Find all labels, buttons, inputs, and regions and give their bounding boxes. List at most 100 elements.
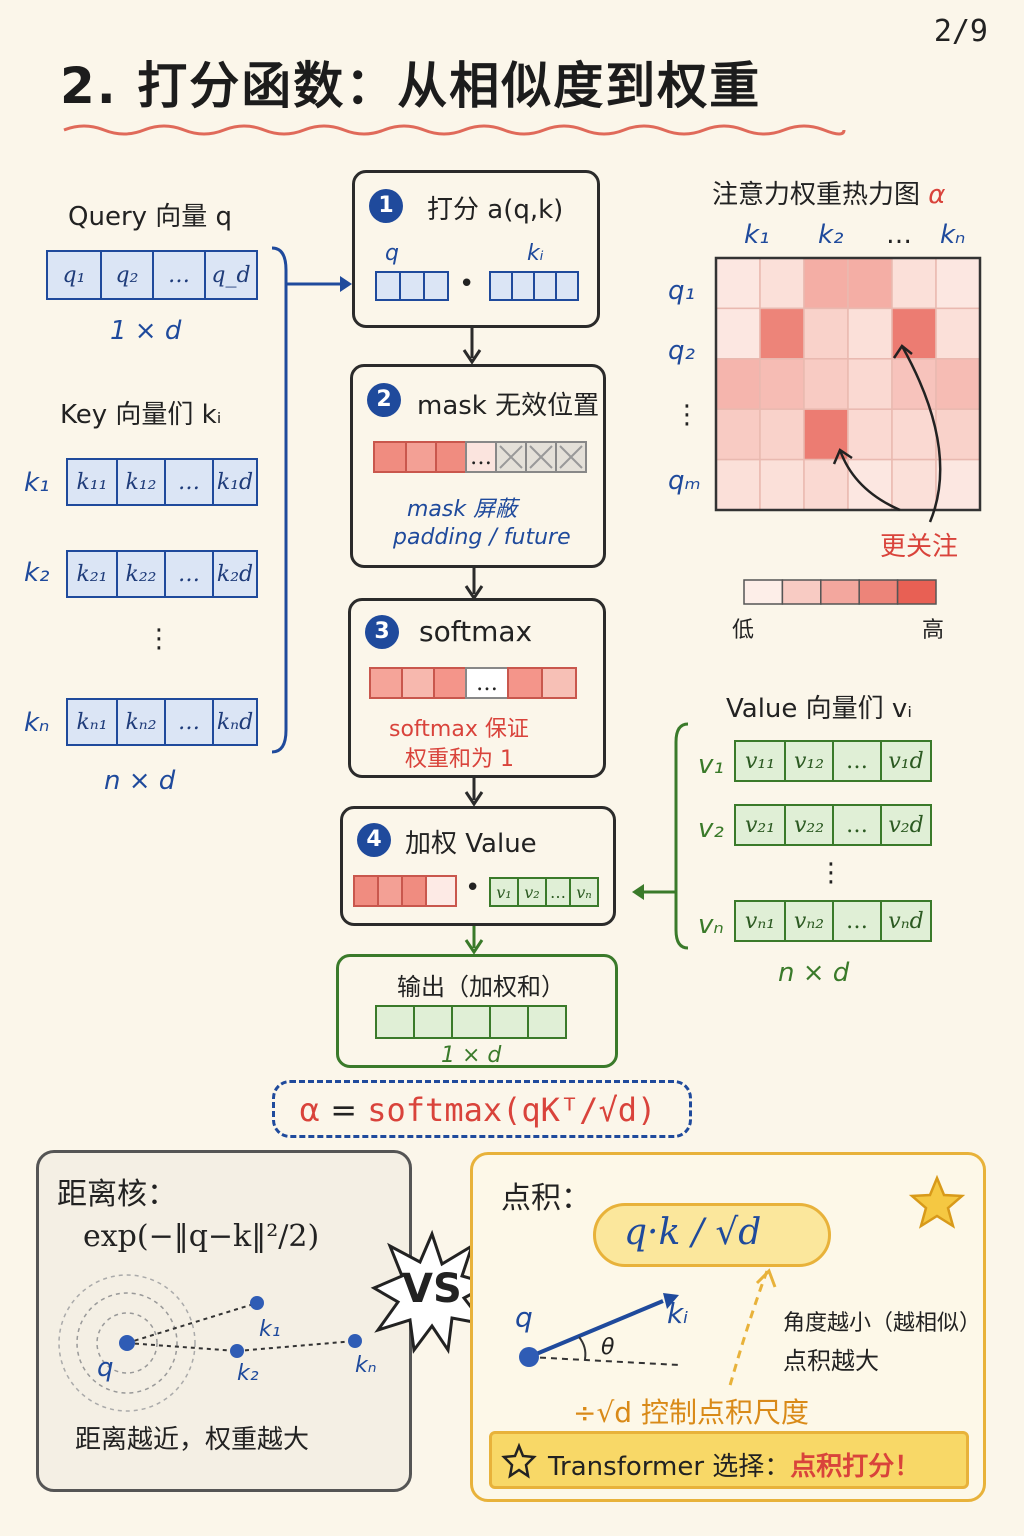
- dp-note-1: 角度越小（越相似）: [783, 1311, 982, 1336]
- heatmap-row-label: q₁: [668, 276, 695, 306]
- dot-product-title: 点积：: [501, 1181, 591, 1216]
- keys-ellipsis: ⋮: [146, 624, 172, 654]
- arrow-4-out: [464, 926, 484, 955]
- heatmap-cell: [935, 458, 981, 511]
- dp-q-label: q: [515, 1301, 533, 1334]
- value-vector-n: vₙ₁ vₙ₂ … vₙd: [734, 900, 932, 942]
- legend-swatch: [820, 579, 860, 605]
- legend-low: 低: [732, 618, 755, 643]
- key-vector-2: k₂₁ k₂₂ … k₂d: [66, 550, 258, 598]
- heatmap-cell: [759, 358, 805, 410]
- masked-cell: [525, 441, 557, 473]
- mask-ellipsis-cell: …: [465, 441, 497, 473]
- step-title: 加权 Value: [405, 829, 537, 859]
- value-cell: v₁₂: [784, 740, 834, 782]
- heatmap-col-label: k₁: [744, 220, 770, 250]
- heatmap-cell: [759, 458, 805, 511]
- key-row-label: k₁: [24, 468, 50, 498]
- value-cell: v₂₂: [784, 804, 834, 846]
- weights-vector: [353, 875, 457, 907]
- heatmap-cell: [715, 307, 761, 360]
- mask-note-2: padding / future: [393, 525, 571, 550]
- heatmap-cell: [715, 257, 761, 310]
- heatmap-alpha: α: [928, 180, 946, 210]
- query-cell: q_d: [204, 250, 258, 300]
- step4-value-vector: v₁ v₂ … vₙ: [489, 877, 599, 907]
- dk-kn-label: kₙ: [355, 1353, 377, 1378]
- distance-kernel-formula: exp(−‖q−k‖²/2): [83, 1219, 320, 1254]
- query-heading: Query 向量 q: [68, 202, 233, 232]
- values-bracket: [632, 722, 689, 950]
- key-cell: …: [164, 550, 214, 598]
- mask-vector: …: [373, 441, 587, 473]
- vs-label: VS: [402, 1266, 462, 1312]
- query-cell: q₂: [100, 250, 154, 300]
- key-cell: …: [164, 458, 214, 506]
- star-icon: [908, 1174, 966, 1229]
- key-cell: k₂₂: [116, 550, 166, 598]
- key-row-label: kₙ: [24, 708, 50, 738]
- heatmap-row-label: qₘ: [668, 466, 701, 496]
- heatmap-cell: [803, 458, 849, 511]
- heatmap-col-label: k₂: [818, 220, 844, 250]
- value-cell: …: [832, 740, 882, 782]
- heatmap-annotation-arrows: [832, 344, 942, 523]
- dot-product-formula-pill: q·k / √d: [593, 1203, 831, 1267]
- value-cell: vₙ₁: [734, 900, 786, 942]
- banner-highlight: 点积打分！: [790, 1452, 921, 1482]
- transformer-choice-banner: Transformer 选择：点积打分！: [489, 1431, 969, 1489]
- distance-kernel-sketch: [58, 1274, 362, 1412]
- softmax-note-1: softmax 保证: [389, 717, 529, 742]
- arrow-1-2: [462, 328, 482, 365]
- dp-scale-note: ÷√d 控制点积尺度: [573, 1396, 809, 1429]
- heatmap-cell: [759, 257, 805, 310]
- legend-swatch: [896, 579, 937, 605]
- masked-cell: [495, 441, 527, 473]
- step-title: softmax: [419, 615, 533, 648]
- dot-product-panel: 点积： q·k / √d q kᵢ θ 角度越小（越相似） 点积越大 ÷√d 控…: [470, 1152, 986, 1502]
- vs-burst-icon: [370, 1229, 494, 1355]
- distance-kernel-panel: 距离核： exp(−‖q−k‖²/2) q k₁ k₂ kₙ 距离越近，权重越大: [36, 1150, 412, 1492]
- dk-k1-label: k₁: [259, 1317, 281, 1342]
- heatmap-cell: [891, 257, 937, 310]
- heatmap-cell: [847, 307, 893, 360]
- heatmap-cell: [759, 408, 805, 461]
- heatmap-cell: [715, 408, 761, 461]
- arrow-3-4: [464, 776, 484, 807]
- dk-k2-label: k₂: [237, 1361, 259, 1386]
- output-shape: 1 × d: [441, 1043, 502, 1068]
- legend-swatch: [781, 579, 822, 605]
- key-row-label: k₂: [24, 558, 50, 588]
- heatmap-row-label: ⋮: [674, 400, 700, 430]
- step-badge: 2: [367, 383, 401, 417]
- value-vector-1: v₁₁ v₁₂ … v₁d: [734, 740, 932, 782]
- values-shape: n × d: [778, 958, 850, 988]
- value-row-label: vₙ: [698, 910, 724, 940]
- masked-cell: [555, 441, 587, 473]
- key-cell: k₂d: [212, 550, 258, 598]
- value-row-label: v₁: [698, 750, 724, 780]
- key-cell: kₙ₂: [116, 698, 166, 746]
- dp-theta-label: θ: [601, 1335, 615, 1360]
- formula-alpha: α: [299, 1091, 321, 1129]
- heatmap-cell: [847, 257, 893, 310]
- heatmap-annotation: 更关注: [880, 532, 959, 562]
- heatmap-grid: [714, 256, 982, 512]
- value-cell: v₁: [489, 877, 519, 907]
- key-cell: k₂₁: [66, 550, 118, 598]
- step-badge: 1: [369, 189, 403, 223]
- page-title: 2. 打分函数：从相似度到权重: [60, 57, 762, 115]
- heatmap-title: 注意力权重热力图 α: [712, 174, 945, 211]
- heatmap-row-label: q₂: [668, 336, 695, 366]
- step-title: mask 无效位置: [417, 391, 600, 421]
- heatmap-cell: [935, 257, 981, 310]
- step-4-weighted-value-box: 4 加权 Value • v₁ v₂ … vₙ: [340, 806, 616, 926]
- softmax-note-2: 权重和为 1: [405, 747, 514, 772]
- key-vector-1: k₁₁ k₁₂ … k₁d: [66, 458, 258, 506]
- step1-dot-symbol: •: [459, 269, 475, 299]
- heatmap-cell: [759, 307, 805, 360]
- softmax-ellipsis-cell: …: [465, 667, 509, 699]
- inputs-bracket: [271, 246, 352, 754]
- key-cell: kₙ₁: [66, 698, 118, 746]
- heatmap-cell: [935, 408, 981, 461]
